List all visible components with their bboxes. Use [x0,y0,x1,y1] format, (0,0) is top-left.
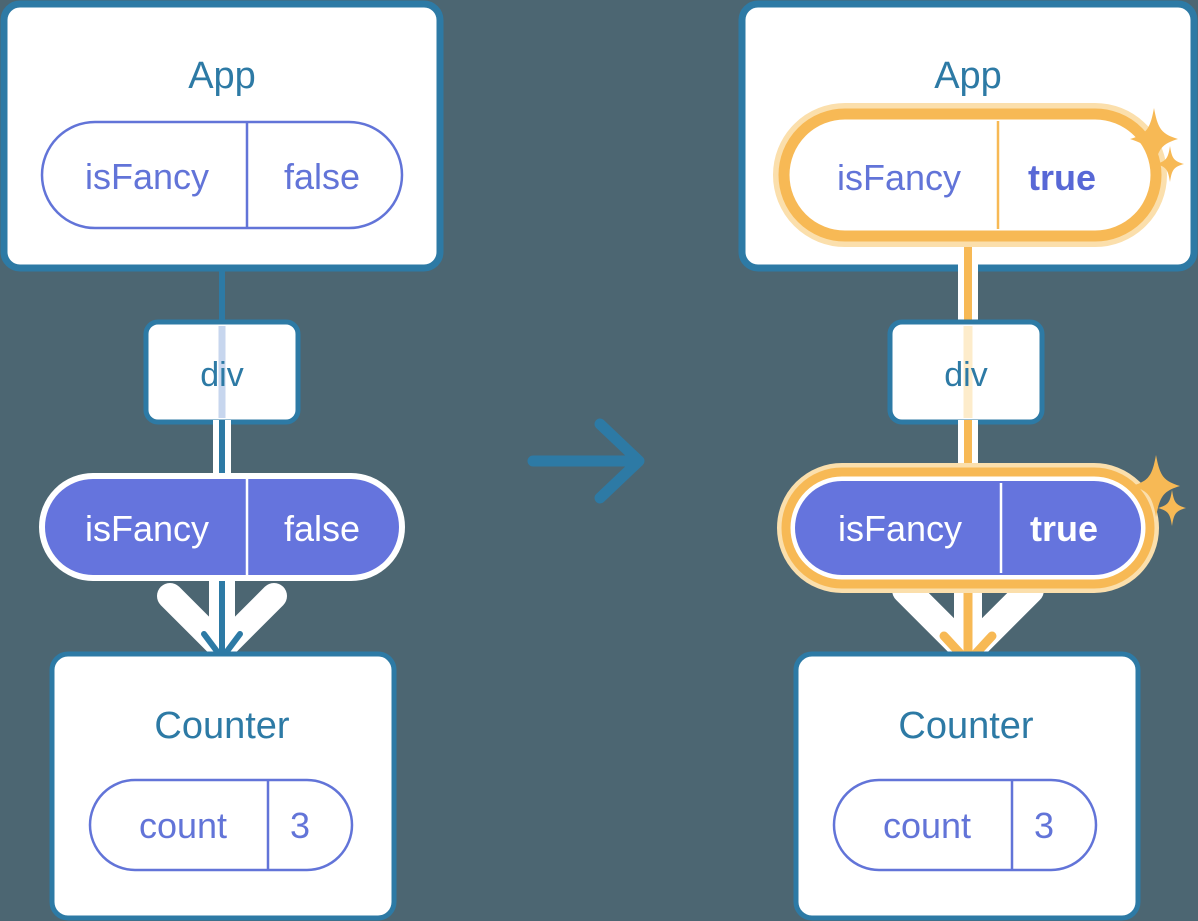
sparkle-icon-prop [1132,455,1186,526]
counter-card-title: Counter [154,705,290,747]
app-card-title: App [188,55,256,97]
counter-state-pill-key-after: count [883,805,971,846]
counter-state-pill-key: count [139,805,227,846]
sparkle-large-icon-prop [1132,455,1180,517]
prop-pill-value: false [284,508,360,549]
prop-pill-before [39,473,405,581]
sparkle-icon-app [1130,108,1184,182]
app-state-pill-ring-after [778,108,1162,242]
prop-pill-after [795,481,1141,575]
counter-state-pill-after [832,778,1098,872]
prop-pill-key-after: isFancy [838,508,962,549]
counter-state-pill-before [88,778,354,872]
div-node-label-after: div [944,356,987,394]
app-state-pill-key-after: isFancy [837,157,961,198]
app-state-pill-key: isFancy [85,156,209,197]
app-state-pill-before [40,120,404,230]
sparkle-small-icon [1156,146,1184,182]
app-card-title-after: App [934,55,1002,97]
right-arrow-icon [527,418,645,504]
counter-card-title-after: Counter [898,705,1034,747]
counter-state-pill-value-after: 3 [1034,805,1054,846]
app-state-pill-value-after: true [1028,157,1096,198]
app-state-pill-value: false [284,156,360,197]
div-node-label: div [200,356,243,394]
prop-pill-key: isFancy [85,508,209,549]
prop-pill-value-after: true [1030,508,1098,549]
sparkle-small-icon-prop [1158,490,1186,526]
sparkle-large-icon [1130,108,1178,170]
counter-state-pill-value: 3 [290,805,310,846]
